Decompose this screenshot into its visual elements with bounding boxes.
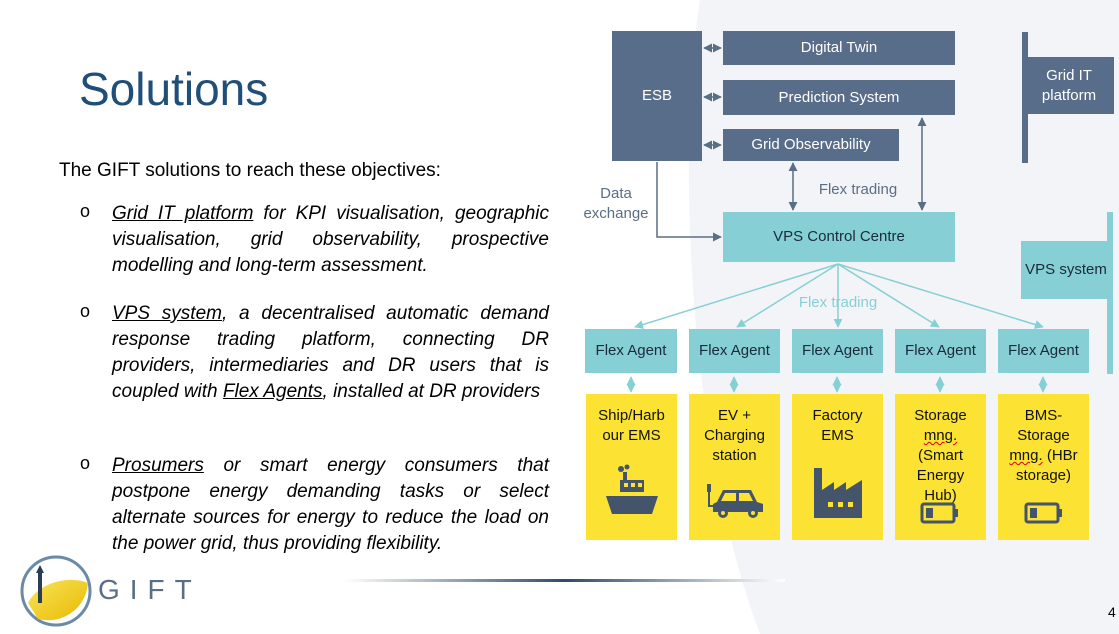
digital-twin-box: Digital Twin xyxy=(723,31,955,65)
page-number: 4 xyxy=(1108,604,1116,620)
device-box-ev: EV + Charging station xyxy=(689,394,780,540)
bullet-text: or smart energy consumers that postpone … xyxy=(112,455,549,554)
vps-control-centre-box: VPS Control Centre xyxy=(723,212,955,262)
device-label: Storage xyxy=(914,407,967,424)
grid-observability-box: Grid Observability xyxy=(723,129,899,161)
device-label: mng. xyxy=(923,427,958,444)
device-label: EV + Charging station xyxy=(704,407,765,464)
flex-trading-label: Flex trading xyxy=(798,294,878,311)
device-label: mng. xyxy=(1009,447,1043,464)
flex-agents-link: Flex Agents xyxy=(222,381,323,402)
prosumers-link: Prosumers xyxy=(112,455,204,476)
ship-icon xyxy=(606,464,658,514)
battery-icon xyxy=(920,502,958,524)
bullet-text: , a decentralised automatic demand respo… xyxy=(112,303,549,402)
divider-line xyxy=(345,579,785,582)
grid-it-platform-link: Grid IT platform xyxy=(112,203,254,224)
device-box-ship: Ship/Harb our EMS xyxy=(586,394,677,540)
flex-trading-label: Flex trading xyxy=(818,181,898,198)
esb-box: ESB xyxy=(612,31,702,161)
slide-title: Solutions xyxy=(79,63,269,115)
bullet-text: for KPI visualisation, geographic visual… xyxy=(112,203,549,276)
vps-system-link: VPS system xyxy=(112,303,222,324)
data-exchange-label: Data exchange xyxy=(583,185,649,222)
flex-agent-box: Flex Agent xyxy=(792,329,883,373)
gift-logo xyxy=(20,555,92,627)
intro-text: The GIFT solutions to reach these object… xyxy=(59,160,441,181)
flex-agent-box: Flex Agent xyxy=(895,329,986,373)
device-label: (Smart Energy Hub) xyxy=(916,447,965,504)
device-label: Ship/Harb our EMS xyxy=(598,407,665,444)
ev-car-icon xyxy=(707,484,763,518)
logo-text: GIFT xyxy=(98,574,202,605)
flex-agent-box: Flex Agent xyxy=(585,329,677,373)
flex-agent-box: Flex Agent xyxy=(689,329,780,373)
battery-icon xyxy=(1024,502,1062,524)
factory-icon xyxy=(814,468,862,518)
vps-system-box: VPS system xyxy=(1021,241,1111,299)
device-label: Factory EMS xyxy=(812,407,863,444)
bullet-marker: o xyxy=(80,301,91,321)
prediction-system-box: Prediction System xyxy=(723,80,955,115)
flex-agent-box: Flex Agent xyxy=(998,329,1089,373)
device-label: BMS-Storage xyxy=(1017,407,1070,444)
bullet-text: , installed at DR providers xyxy=(322,381,541,402)
device-box-storage: Storage mng. (Smart Energy Hub) xyxy=(895,394,986,540)
bullet-marker: o xyxy=(80,201,91,221)
device-box-bms: BMS-Storage mng. (HBr storage) xyxy=(998,394,1089,540)
grid-it-platform-box: Grid IT platform xyxy=(1024,57,1114,114)
device-label: (HBr storage) xyxy=(1015,447,1078,484)
bullet-marker: o xyxy=(80,453,91,473)
